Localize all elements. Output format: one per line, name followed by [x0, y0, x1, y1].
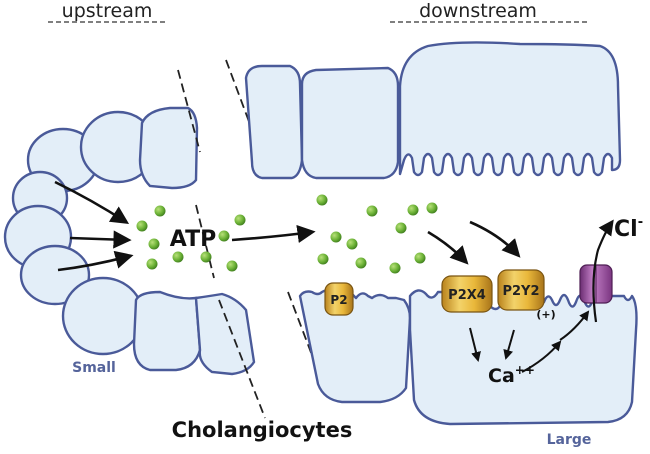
small-cell — [194, 292, 256, 376]
calcium-label: Ca++ — [488, 363, 535, 387]
arrow — [427, 230, 469, 265]
atp-dot — [316, 194, 328, 206]
large-duct-top-cells — [244, 41, 622, 180]
atp-dot — [407, 204, 419, 216]
atp-dot — [154, 205, 166, 217]
arrow — [57, 250, 134, 272]
large-cell — [244, 64, 304, 180]
atp-dot — [346, 238, 358, 250]
atp-dot — [218, 230, 230, 242]
large-cell — [398, 41, 622, 177]
large-label: Large — [547, 432, 592, 448]
small-cell — [61, 276, 145, 356]
atp-dot — [426, 202, 438, 214]
plus-label: (+) — [536, 308, 555, 321]
svg-text:P2X4: P2X4 — [448, 288, 486, 303]
arrow — [231, 224, 316, 243]
atp-dot — [355, 257, 367, 269]
arrow — [503, 329, 515, 360]
small-cell — [19, 244, 91, 306]
chloride-channel — [579, 264, 613, 304]
atp-dot — [226, 260, 238, 272]
small-label: Small — [72, 360, 116, 376]
atp-dot — [146, 258, 158, 270]
arrow — [469, 220, 521, 258]
release-arrows — [54, 180, 521, 272]
downstream-label: downstream — [419, 0, 537, 22]
small-cell — [132, 290, 202, 372]
atp-dot — [234, 214, 246, 226]
atp-dot — [395, 222, 407, 234]
atp-dot — [200, 251, 212, 263]
cholangiocytes-label: Cholangiocytes — [172, 418, 353, 442]
receptor-p2: P2 — [324, 282, 354, 316]
arrow — [469, 327, 481, 362]
atp-dot — [317, 253, 329, 265]
chloride-label: Cl- — [614, 215, 643, 242]
chloride-efflux-arrow — [592, 219, 614, 323]
atp-dot — [330, 231, 342, 243]
arrow — [559, 310, 590, 341]
atp-dot — [148, 238, 160, 250]
large-cell — [298, 289, 412, 404]
svg-text:P2: P2 — [330, 293, 347, 307]
atp-dot — [414, 252, 426, 264]
small-cell — [138, 106, 199, 190]
calcium-arrows — [469, 310, 590, 373]
atp-dot — [172, 251, 184, 263]
small-duct-cells — [3, 106, 256, 376]
atp-molecules — [136, 194, 438, 274]
atp-dot — [366, 205, 378, 217]
upstream-label: upstream — [62, 0, 153, 22]
svg-text:P2Y2: P2Y2 — [502, 284, 539, 299]
large-duct-bottom-cells — [298, 289, 638, 426]
arrow — [69, 230, 132, 249]
atp-dot — [136, 220, 148, 232]
receptor-p2x4: P2X4 — [441, 275, 493, 313]
receptor-p2y2: P2Y2 — [497, 269, 545, 311]
large-cell — [300, 66, 400, 180]
atp-label: ATP — [170, 227, 216, 252]
arrow — [54, 180, 130, 224]
arrow — [521, 340, 562, 373]
atp-dot — [389, 262, 401, 274]
